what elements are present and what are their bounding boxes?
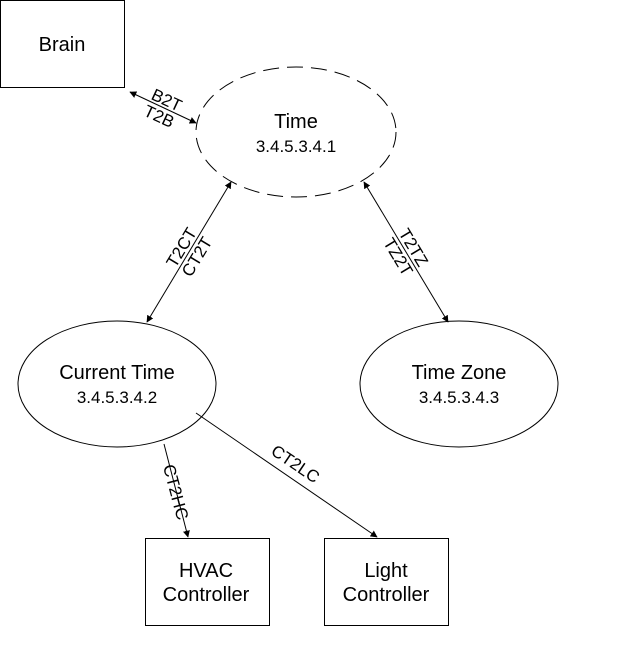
edge-current-hvac: CT2HC — [159, 443, 192, 538]
edge-current-light: CT2LC — [195, 412, 378, 538]
edge-brain-time: B2T T2B — [129, 85, 197, 132]
current-time-node: Current Time 3.4.5.3.4.2 — [17, 320, 217, 448]
time-zone-ellipse — [359, 320, 559, 448]
time-ellipse — [195, 66, 397, 198]
edge-current-light-line — [195, 412, 378, 538]
brain-label: Brain — [39, 34, 86, 56]
time-zone-node: Time Zone 3.4.5.3.4.3 — [359, 320, 559, 448]
hvac-box — [145, 538, 270, 626]
edge-time-current-line — [146, 181, 232, 323]
current-time-label: Current Time — [59, 362, 175, 384]
edge-current-hvac-label: CT2HC — [159, 462, 192, 522]
edge-time-zone-line — [363, 181, 449, 323]
time-zone-label: Time Zone — [412, 362, 507, 384]
light-line2: Controller — [343, 584, 430, 606]
light-controller-node: Light Controller — [324, 538, 449, 626]
edge-time-current: T2CT CT2T — [146, 181, 232, 323]
hvac-line1: HVAC — [179, 560, 233, 582]
brain-box — [0, 0, 125, 88]
edge-brain-time-line — [129, 91, 197, 124]
time-id: 3.4.5.3.4.1 — [256, 137, 336, 156]
brain-node: Brain — [0, 0, 125, 88]
time-label: Time — [274, 111, 318, 133]
edge-time-zone: T2TZ TZ2T — [363, 181, 449, 323]
hvac-controller-node: HVAC Controller — [145, 538, 270, 626]
hvac-line2: Controller — [163, 584, 250, 606]
edge-current-hvac-line — [163, 443, 190, 538]
current-time-ellipse — [17, 320, 217, 448]
light-box — [324, 538, 449, 626]
edge-current-light-label: CT2LC — [268, 441, 323, 487]
current-time-id: 3.4.5.3.4.2 — [77, 388, 157, 407]
time-node: Time 3.4.5.3.4.1 — [195, 66, 397, 198]
time-zone-id: 3.4.5.3.4.3 — [419, 388, 499, 407]
light-line1: Light — [364, 560, 408, 582]
